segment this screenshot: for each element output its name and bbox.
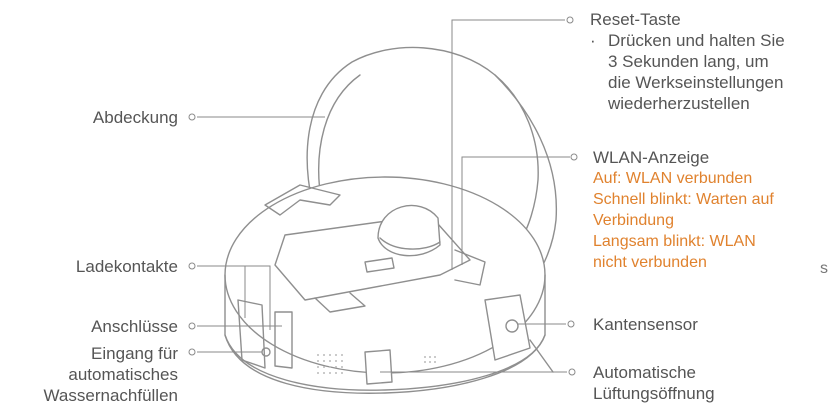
label-reset-button: Reset-Taste ·Drücken und halten Sie 3 Se… [590, 9, 785, 114]
hinge-left [264, 184, 341, 216]
marker-vent [568, 368, 576, 376]
marker-wlan [570, 153, 578, 161]
auto-vent-line: Automatische [593, 363, 696, 382]
water-inlet-line: Eingang für [91, 344, 178, 363]
water-inlet-line: automatisches [68, 365, 178, 384]
vent-box [364, 349, 393, 385]
reset-desc-line: 3 Sekunden lang, um [608, 52, 769, 71]
leader-wlan [461, 156, 570, 265]
port-group [274, 311, 293, 369]
left-pod [237, 299, 266, 369]
label-wlan-indicator: WLAN-Anzeige Auf: WLAN verbunden Schnell… [593, 147, 774, 273]
label-cover: Abdeckung [92, 108, 178, 127]
marker-charging [188, 262, 196, 270]
panel-handle [364, 257, 395, 273]
port-hole [261, 347, 271, 357]
wlan-fast-row-2: Verbindung [593, 212, 674, 229]
label-water-inlet: Eingang für automatisches Wassernachfüll… [44, 343, 179, 406]
stray-character: s [820, 260, 828, 277]
reset-desc-line: die Werkseinstellungen [608, 73, 784, 92]
marker-ports [188, 322, 196, 330]
reset-desc-line: wiederherzustellen [608, 94, 750, 113]
vent-dots-left [317, 354, 343, 374]
marker-edge [567, 320, 575, 328]
robot-bottom-curve [224, 334, 546, 391]
wlan-slow-row-2: nicht verbunden [593, 254, 707, 271]
lidar-band [379, 237, 441, 250]
lidar-dome [377, 204, 441, 257]
marker-water [188, 348, 196, 356]
wlan-fast-row: Schnell blinkt: Warten auf [593, 191, 774, 208]
reset-desc-line: ·Drücken und halten Sie [590, 31, 785, 50]
bullet-icon: · [590, 31, 596, 50]
panel-tab [314, 292, 366, 313]
edge-sensor-lens [505, 319, 519, 333]
label-auto-vent: Automatische Lüftungsöffnung [593, 362, 715, 404]
label-ports: Anschlüsse [91, 317, 178, 336]
side-brush [529, 339, 554, 373]
vent-dots-right [424, 356, 436, 363]
hinge-right [454, 249, 486, 286]
edge-sensor-housing [484, 294, 531, 361]
label-charging-contacts: Ladekontakte [75, 257, 178, 276]
wlan-slow-row: Langsam blinkt: WLAN [593, 233, 756, 250]
leader-reset [451, 19, 565, 270]
auto-vent-line: Lüftungsöffnung [593, 384, 715, 403]
label-edge-sensor: Kantensensor [593, 315, 698, 334]
marker-reset [566, 16, 574, 24]
wlan-on-row: Auf: WLAN verbunden [593, 170, 753, 187]
leader-charging [197, 265, 271, 330]
reset-title: Reset-Taste [590, 10, 681, 29]
marker-cover [188, 113, 196, 121]
wlan-title: WLAN-Anzeige [593, 148, 710, 167]
water-inlet-line: Wassernachfüllen [43, 386, 179, 405]
